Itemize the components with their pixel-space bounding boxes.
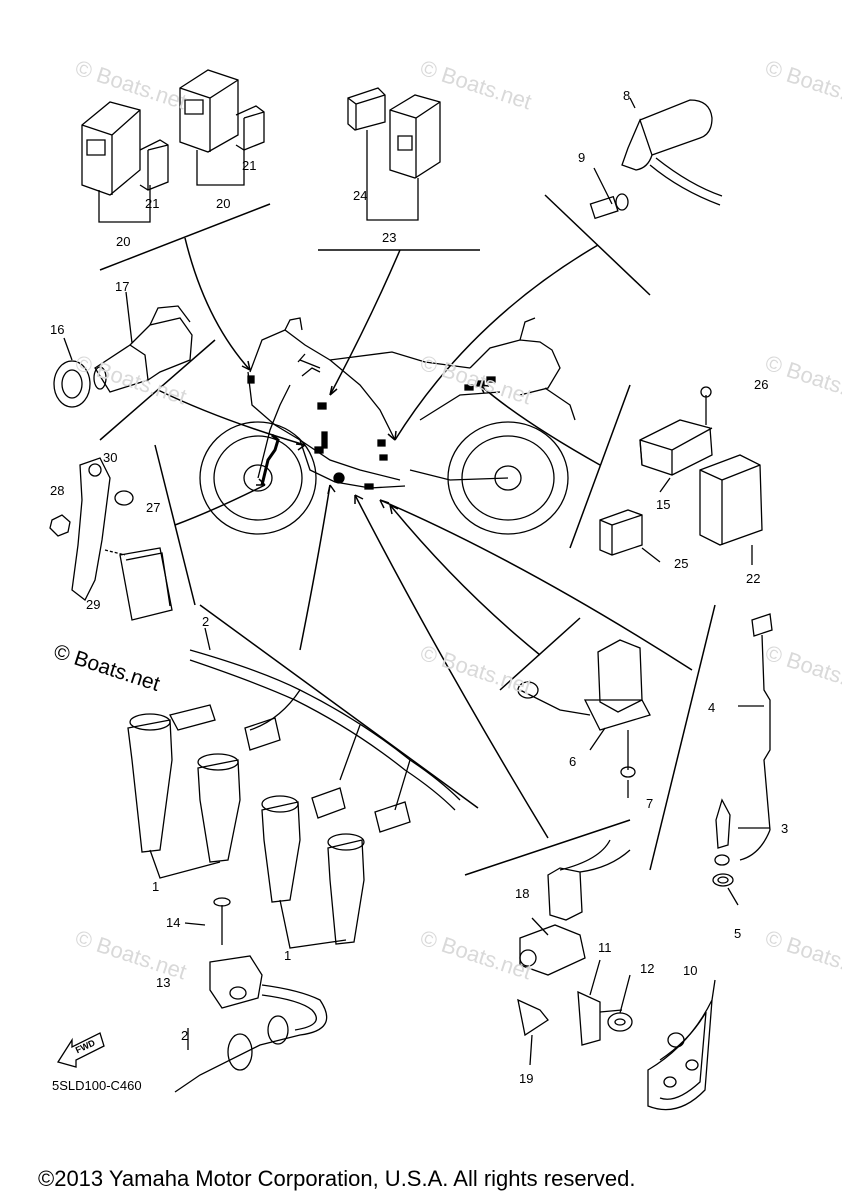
label-20b: 20	[216, 196, 230, 211]
pickup-plate-10	[578, 960, 715, 1110]
label-19: 19	[519, 1071, 533, 1086]
label-12: 12	[640, 961, 654, 976]
copyright-notice: ©2013 Yamaha Motor Corporation, U.S.A. A…	[38, 1166, 636, 1191]
label-26: 26	[754, 377, 768, 392]
label-22: 22	[746, 571, 760, 586]
label-11: 11	[598, 940, 612, 955]
label-1a: 1	[152, 879, 159, 894]
label-6: 6	[569, 754, 576, 769]
label-1b: 1	[284, 948, 291, 963]
fwd-label: FWD	[74, 1037, 97, 1055]
motorcycle-illustration	[200, 318, 575, 534]
label-25: 25	[674, 556, 688, 571]
bracket-27-30	[50, 458, 172, 620]
label-21b: 21	[242, 158, 256, 173]
label-30: 30	[103, 450, 117, 465]
relay-assembly-23-24	[348, 88, 440, 220]
label-15: 15	[656, 497, 670, 512]
label-13: 13	[156, 975, 170, 990]
label-9: 9	[578, 150, 585, 165]
callout-lines	[100, 195, 715, 875]
label-16: 16	[50, 322, 64, 337]
label-2b: 2	[181, 1028, 188, 1043]
sensor-17	[54, 292, 192, 407]
label-24: 24	[353, 188, 367, 203]
label-8: 8	[623, 88, 630, 103]
sensor-8	[590, 98, 722, 218]
label-7: 7	[646, 796, 653, 811]
part-number-labels: 1 1 2 2 3 4 5 6 7 8 9 10 11 12 13 14 15 …	[50, 88, 788, 1086]
label-23: 23	[382, 230, 396, 245]
label-4: 4	[708, 700, 715, 715]
label-2a: 2	[202, 614, 209, 629]
label-10: 10	[683, 963, 697, 978]
label-28: 28	[50, 483, 64, 498]
control-units-15-22-25	[600, 387, 762, 565]
label-17: 17	[115, 279, 129, 294]
label-27: 27	[146, 500, 160, 515]
forward-arrow-icon	[58, 1033, 104, 1067]
wire-lead-4	[713, 614, 772, 905]
relay-assembly-20-21	[82, 70, 264, 222]
label-3: 3	[781, 821, 788, 836]
label-5: 5	[734, 926, 741, 941]
wire-harness-2	[170, 628, 460, 832]
drawing-code: 5SLD100-C460	[52, 1078, 142, 1093]
ignition-coils-1	[128, 714, 364, 948]
sensor-6	[518, 640, 650, 798]
label-20a: 20	[116, 234, 130, 249]
crank-sensor-13	[175, 898, 327, 1092]
label-21a: 21	[145, 196, 159, 211]
sensor-18	[518, 840, 630, 1065]
label-14: 14	[166, 915, 180, 930]
label-29: 29	[86, 597, 100, 612]
label-18: 18	[515, 886, 529, 901]
